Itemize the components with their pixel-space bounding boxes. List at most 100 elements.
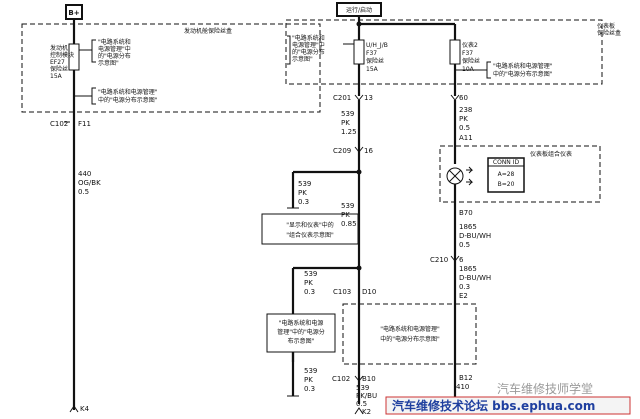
connector-c103: C103 <box>333 288 351 296</box>
pin-b10: B10 <box>362 375 376 383</box>
wire-1865b-color: D-BU/WH <box>459 274 491 282</box>
wire-539b-number: 539 <box>298 180 311 188</box>
note-bracket <box>91 39 96 63</box>
wire-539d-color: PK <box>304 279 313 287</box>
cluster-label: 仪表板组合仪表 <box>530 150 572 158</box>
wire-539a-color: PK <box>341 119 350 127</box>
conn-id-b: B=20 <box>498 181 515 188</box>
note-3-line-3: 的"电源分布 <box>292 48 325 56</box>
wire-238-color: PK <box>459 115 468 123</box>
pin-a11: A11 <box>459 134 473 142</box>
fuse-cluster-icon <box>449 39 461 65</box>
connector-k2-symbol <box>354 407 364 415</box>
fuse-uh-jb-icon <box>353 39 365 65</box>
wire-1865a-number: 1865 <box>459 223 477 231</box>
connector-c102-top: C102 <box>50 120 68 128</box>
fuse-uh-jb-text-2: F37 <box>366 50 377 57</box>
wire-1865b-number: 1865 <box>459 265 477 273</box>
note-4-line-2: 中的"电源分布示意图" <box>493 70 553 78</box>
wire-539f-size: 0.5 <box>356 400 367 408</box>
note-6-box <box>266 313 336 353</box>
wire-539a-number: 539 <box>341 110 354 118</box>
connector-symbol <box>354 375 364 382</box>
pin-6: 6 <box>459 256 464 264</box>
lamp-arrows-icon <box>466 166 474 186</box>
pin-d10: D10 <box>362 288 376 296</box>
right-circuit: 运行/启动 仪表板 保险丝盒 U/H_J/B F37 保险丝 15A "电路系统… <box>261 2 621 416</box>
connector-c201: C201 <box>333 94 351 102</box>
wire-539e-color: PK <box>304 376 313 384</box>
watermark-banner <box>385 396 631 415</box>
wire-539f-number: 539 <box>356 384 369 392</box>
pin-k2: K2 <box>362 408 371 416</box>
note-1-line-3: 的"电源分布 <box>98 52 131 60</box>
pin-k4: K4 <box>80 405 90 413</box>
note-6-line-2: 管理"中的"电源分 <box>277 328 325 336</box>
fuse-uh-jb-text-4: 15A <box>366 66 379 73</box>
note-bracket <box>91 87 96 105</box>
note-3-line-2: 电源管理"中 <box>292 41 325 49</box>
fuse-ef27-text-1: 发动机 <box>50 44 68 52</box>
note-3-line-4: 示意图" <box>292 55 313 63</box>
watermark-line-1: 汽车维修技师学堂 <box>497 381 593 396</box>
watermark: 汽车维修技师学堂 汽车维修技术论坛 bbs.ephua.com <box>385 381 631 415</box>
left-circuit: B+ 发动机舱保险丝盒 发动机 控制模块 EF27 保险丝 15A "电路系统和… <box>21 4 321 413</box>
pin-60: 60 <box>459 94 468 102</box>
connector-k4-symbol <box>69 405 79 413</box>
note-bracket <box>287 35 291 65</box>
run-start-label: 运行/启动 <box>346 6 372 14</box>
connector-symbol <box>450 255 460 262</box>
conn-id-title: CONN ID <box>493 159 520 166</box>
wire-238-number: 238 <box>459 106 472 114</box>
connector-c209: C209 <box>333 147 351 155</box>
pin-b70: B70 <box>459 209 473 217</box>
conn-id-a: A=28 <box>498 171 515 178</box>
wire-539d-size: 0.3 <box>304 288 315 296</box>
note-3-line-1: "电路系统和 <box>292 34 325 42</box>
note-1-line-2: 电源管理"中 <box>98 45 131 53</box>
ip-fuse-block-label-2: 保险丝盒 <box>597 29 621 37</box>
splice-dot <box>356 169 362 175</box>
wire-539b-size: 0.3 <box>298 198 309 206</box>
ip-fuse-block-outline <box>285 19 603 85</box>
power-distribution-outline <box>342 303 477 365</box>
fuse-cluster-text-3: 保险丝 <box>462 57 480 65</box>
fuse-ef27-text-3: EF27 <box>50 59 65 66</box>
fuse-ef27-text-2: 控制模块 <box>50 51 74 59</box>
pin-b12: B12 <box>459 374 473 382</box>
connector-c210: C210 <box>430 256 448 264</box>
note-5-box <box>261 213 359 245</box>
wire-1865a-color: D-BU/WH <box>459 232 491 240</box>
splice-dot <box>356 265 362 271</box>
wire-539d-number: 539 <box>304 270 317 278</box>
wire-440-number: 440 <box>78 170 91 178</box>
cluster-module-outline <box>439 145 601 203</box>
wire-1865a-size: 0.5 <box>459 241 470 249</box>
wire-440-color: OG/BK <box>78 179 101 187</box>
wire-238-size: 0.5 <box>459 124 470 132</box>
fuse-uh-jb-text-1: U/H_J/B <box>366 42 388 49</box>
wire-539a-size: 1.25 <box>341 128 357 136</box>
connector-c102-bottom: C102 <box>332 375 350 383</box>
wire-539e-size: 0.3 <box>304 385 315 393</box>
wire-539b-color: PK <box>298 189 307 197</box>
wire-539c-number: 539 <box>341 202 354 210</box>
fuse-ef27-text-4: 保险丝 <box>50 65 68 73</box>
wire-1865b-size: 0.3 <box>459 283 470 291</box>
lamp-cross <box>448 169 462 183</box>
fuse-ef27-text-5: 15A <box>50 73 63 80</box>
ip-fuse-block-label-1: 仪表板 <box>597 22 615 30</box>
note-5-line-1: "显示和仪表"中的 <box>286 221 334 229</box>
pin-f11: F11 <box>78 120 91 128</box>
note-6-line-1: "电路系统和电源 <box>279 319 324 327</box>
note-7-line-1: "电路系统和电源管理" <box>380 325 440 333</box>
conn-id-box <box>487 157 525 193</box>
pin-13: 13 <box>364 94 373 102</box>
note-2-line-1: "电路系统和电源管理" <box>98 88 158 96</box>
fuse-uh-jb-text-3: 保险丝 <box>366 57 384 65</box>
fuse-cluster-text-1: 仪表2 <box>462 41 478 49</box>
pin-e2: E2 <box>459 292 468 300</box>
note-7-line-2: 中的"电源分布示意图" <box>380 335 440 343</box>
pin-16: 16 <box>364 147 373 155</box>
